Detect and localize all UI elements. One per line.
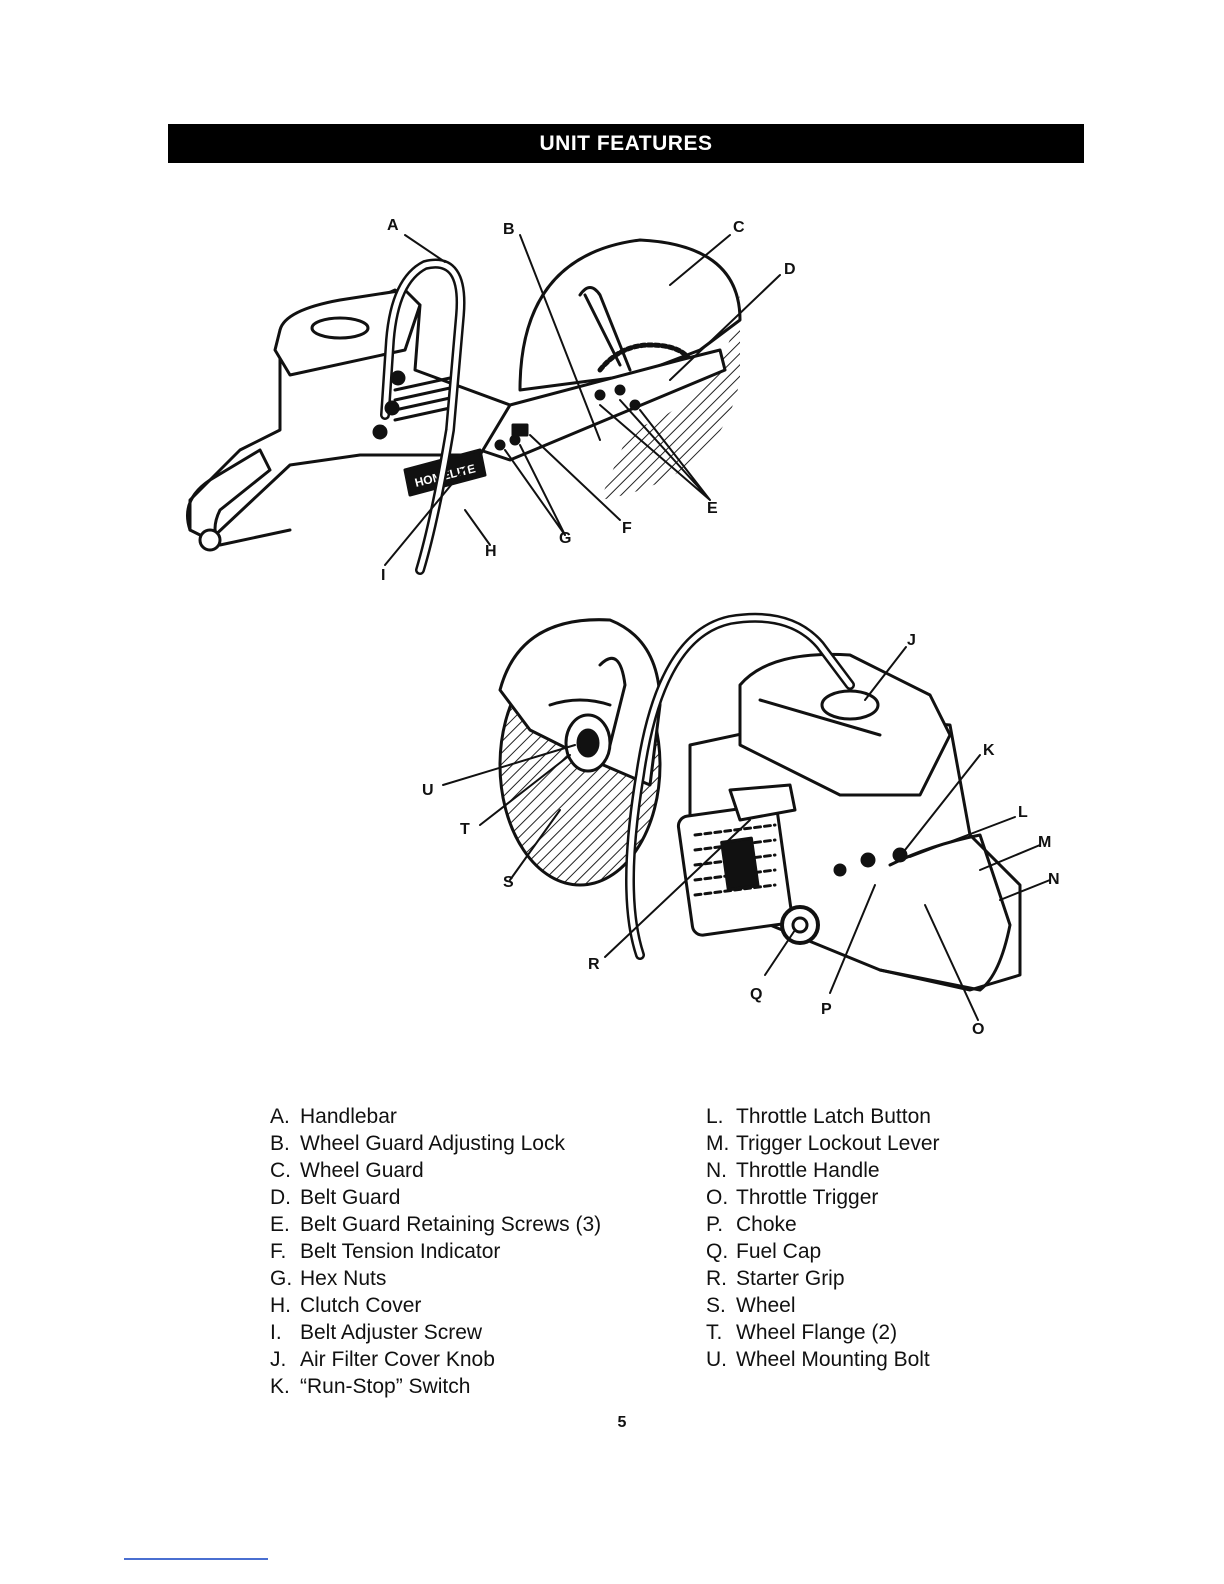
legend-item: G.Hex Nuts	[270, 1267, 387, 1290]
callout-m: M	[1038, 834, 1052, 851]
callout-n: N	[1048, 871, 1060, 888]
legend-item: L.Throttle Latch Button	[706, 1105, 931, 1128]
section-title: UNIT FEATURES	[539, 131, 713, 155]
callout-k: K	[983, 742, 995, 759]
legend-item: B.Wheel Guard Adjusting Lock	[270, 1132, 565, 1155]
callout-b: B	[503, 221, 515, 238]
callout-f: F	[622, 520, 632, 537]
legend-item: I.Belt Adjuster Screw	[270, 1321, 483, 1344]
page-number: 5	[617, 1414, 627, 1431]
callout-e: E	[707, 500, 718, 517]
callout-s: S	[503, 874, 514, 891]
callout-r: R	[588, 956, 600, 973]
saw-side-view-illustration: HOMELITE	[180, 200, 860, 600]
section-title-banner: UNIT FEATURES	[168, 124, 1084, 163]
saw-rear-view-illustration: J K L M N O P Q R S T U	[410, 595, 1090, 1055]
callout-d: D	[784, 261, 796, 278]
legend-left-column: A.Handlebar B.Wheel Guard Adjusting Lock…	[270, 1103, 601, 1400]
callout-q: Q	[750, 986, 763, 1003]
callout-p: P	[821, 1001, 832, 1018]
legend-item: R.Starter Grip	[706, 1267, 845, 1290]
legend-item: D.Belt Guard	[270, 1186, 401, 1209]
legend-item: T.Wheel Flange (2)	[706, 1321, 898, 1344]
legend-item: N.Throttle Handle	[706, 1159, 880, 1182]
legend-item: S.Wheel	[706, 1294, 796, 1317]
footer-divider	[124, 1558, 268, 1560]
legend-item: U.Wheel Mounting Bolt	[706, 1348, 930, 1371]
callout-i: I	[381, 567, 386, 584]
callout-t: T	[460, 821, 470, 838]
callout-g: G	[559, 530, 572, 547]
callout-a: A	[387, 217, 399, 234]
legend-item: E.Belt Guard Retaining Screws (3)	[270, 1213, 602, 1236]
legend-item: Q.Fuel Cap	[706, 1240, 822, 1263]
legend-item: A.Handlebar	[270, 1105, 397, 1128]
legend-item: H.Clutch Cover	[270, 1294, 422, 1317]
callout-u: U	[422, 782, 434, 799]
legend-item: F.Belt Tension Indicator	[270, 1240, 501, 1263]
callout-h: H	[485, 543, 497, 560]
legend-item: J.Air Filter Cover Knob	[270, 1348, 495, 1371]
legend-item: M.Trigger Lockout Lever	[706, 1132, 940, 1155]
legend-item: P.Choke	[706, 1213, 797, 1236]
legend-item: K.“Run-Stop” Switch	[270, 1375, 471, 1398]
callout-c: C	[733, 219, 745, 236]
legend-item: O.Throttle Trigger	[706, 1186, 879, 1209]
callout-l: L	[1018, 804, 1028, 821]
legend-item: C.Wheel Guard	[270, 1159, 424, 1182]
callout-o: O	[972, 1021, 985, 1038]
callout-j: J	[907, 632, 916, 649]
legend-right-column: L.Throttle Latch Button M.Trigger Lockou…	[706, 1103, 940, 1373]
